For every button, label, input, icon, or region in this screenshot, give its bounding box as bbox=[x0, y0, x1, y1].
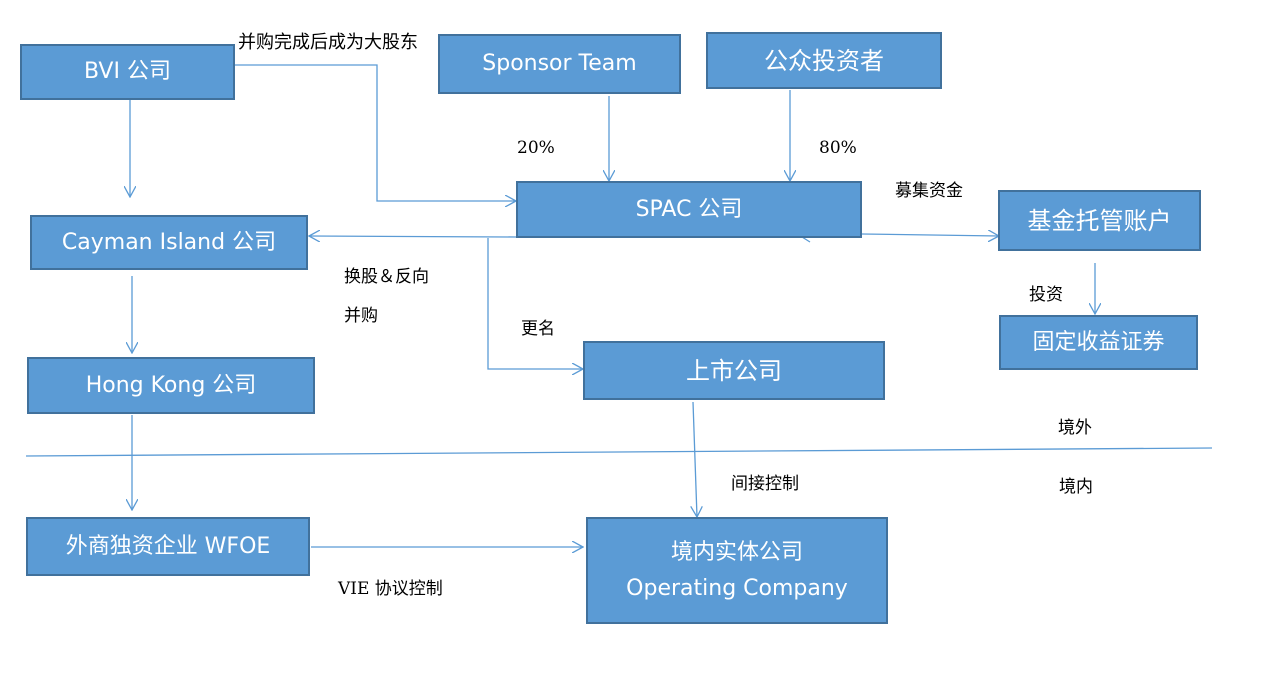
node-fixed-income: 固定收益证券 bbox=[999, 315, 1198, 370]
node-sponsor-team-label: Sponsor Team bbox=[482, 51, 637, 77]
node-listed-company: 上市公司 bbox=[583, 341, 885, 400]
node-operating-company: 境内实体公司 Operating Company bbox=[586, 517, 888, 624]
node-trust-account: 基金托管账户 bbox=[998, 190, 1201, 251]
node-listed-company-label: 上市公司 bbox=[686, 356, 782, 385]
label-bvi-to-spac: 并购完成后成为大股东 bbox=[238, 32, 418, 53]
offshore-onshore-divider bbox=[25, 447, 1213, 457]
node-trust-account-label: 基金托管账户 bbox=[1027, 206, 1172, 235]
node-operating-company-cn-label: 境内实体公司 bbox=[670, 540, 803, 565]
node-wfoe: 外商独资企业 WFOE bbox=[26, 517, 310, 576]
node-hongkong-company-label: Hong Kong 公司 bbox=[85, 372, 257, 398]
label-fundraise: 募集资金 bbox=[895, 181, 963, 201]
node-bvi-company-label: BVI 公司 bbox=[84, 59, 171, 85]
node-fixed-income-label: 固定收益证券 bbox=[1032, 329, 1165, 355]
label-rename: 更名 bbox=[521, 319, 555, 339]
label-public-share: 80% bbox=[819, 138, 857, 158]
label-swap-line1: 换股＆反向 bbox=[344, 267, 429, 287]
node-spac-company: SPAC 公司 bbox=[516, 181, 862, 238]
node-cayman-company-label: Cayman Island 公司 bbox=[61, 229, 277, 255]
label-invest: 投资 bbox=[1029, 285, 1063, 305]
label-vie-control: VIE 协议控制 bbox=[338, 579, 443, 599]
node-hongkong-company: Hong Kong 公司 bbox=[27, 357, 315, 414]
node-spac-company-label: SPAC 公司 bbox=[635, 196, 743, 222]
node-bvi-company: BVI 公司 bbox=[20, 44, 235, 100]
label-swap-line2: 并购 bbox=[344, 306, 378, 326]
node-cayman-company: Cayman Island 公司 bbox=[30, 215, 308, 270]
label-onshore: 境内 bbox=[1059, 477, 1093, 497]
label-offshore: 境外 bbox=[1058, 418, 1092, 438]
edge-spac-trust bbox=[861, 234, 999, 236]
edge-spac-listed bbox=[487, 238, 583, 369]
edge-listed-operating bbox=[693, 401, 697, 517]
node-wfoe-label: 外商独资企业 WFOE bbox=[65, 533, 271, 559]
label-sponsor-share: 20% bbox=[517, 138, 555, 158]
edge-spac-cayman bbox=[309, 236, 517, 237]
node-public-investors-label: 公众投资者 bbox=[764, 46, 884, 75]
node-operating-company-en-label: Operating Company bbox=[626, 575, 848, 601]
node-sponsor-team: Sponsor Team bbox=[438, 34, 681, 94]
label-indirect-control: 间接控制 bbox=[731, 474, 799, 494]
edge-bvi-spac bbox=[235, 64, 516, 201]
node-public-investors: 公众投资者 bbox=[706, 32, 942, 89]
